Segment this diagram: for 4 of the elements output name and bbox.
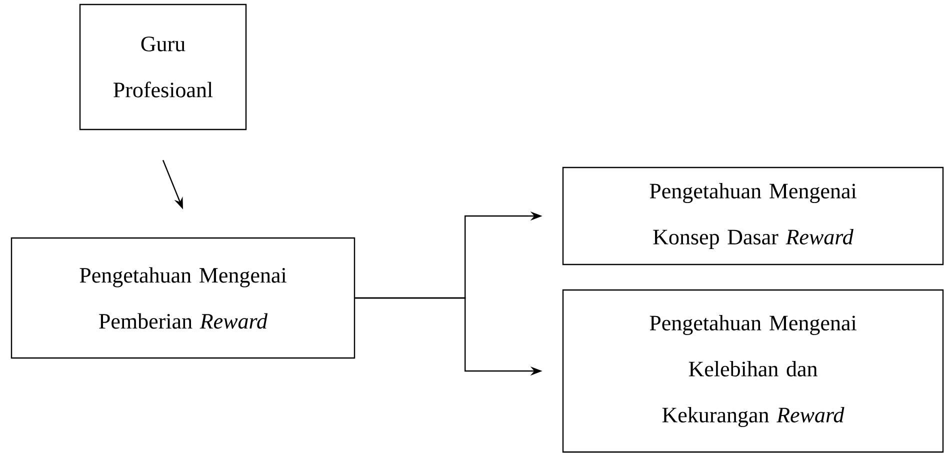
- process-box: Guru Profesioanl: [79, 4, 247, 130]
- process-box: Pengetahuan Mengenai Pemberian Reward: [10, 237, 356, 359]
- process-box: Pengetahuan Mengenai Konsep Dasar Reward: [562, 166, 944, 266]
- process-box: Pengetahuan Mengenai Kelebihan dan Kekurangan Reward: [562, 289, 944, 453]
